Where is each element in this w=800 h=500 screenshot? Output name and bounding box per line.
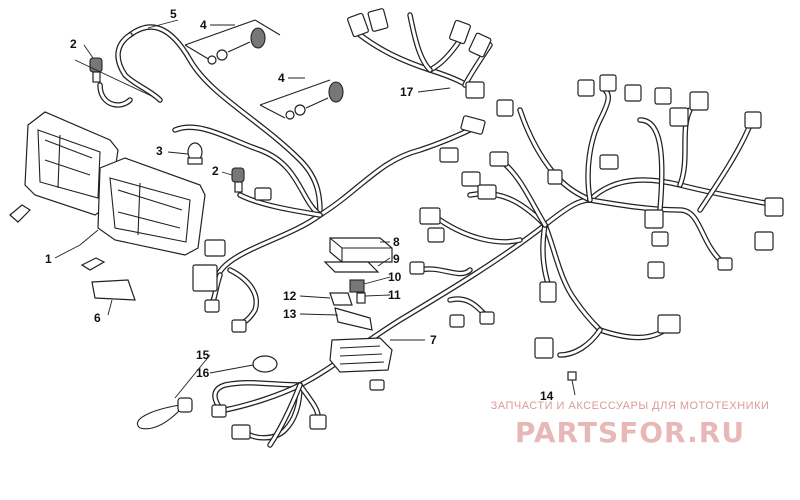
callout-4-lower: 4 [278, 71, 285, 85]
callout-17: 17 [400, 85, 414, 99]
callout-13: 13 [283, 307, 297, 321]
leader-lines [54, 19, 576, 399]
gasket-9 [323, 261, 380, 273]
fuse-11 [356, 292, 366, 304]
callout-4-upper: 4 [200, 18, 207, 32]
callout-7: 7 [430, 333, 437, 347]
callout-6: 6 [94, 311, 101, 325]
callout-8: 8 [393, 235, 400, 249]
watermark-logo: PARTSFOR.RU [514, 416, 746, 449]
callout-12: 12 [283, 289, 297, 303]
fuse-block [329, 337, 393, 373]
adjuster-upper [184, 19, 281, 65]
sensor-15 [137, 397, 193, 430]
relay-8 [329, 237, 393, 263]
main-harness-7 [172, 87, 778, 388]
headlight-right [80, 157, 206, 271]
connectors [192, 8, 784, 440]
adjuster-lower [259, 79, 344, 120]
bulb-socket-lower [231, 167, 245, 193]
callout-9: 9 [393, 252, 400, 266]
bulb-3 [187, 142, 203, 165]
callout-2-upper: 2 [70, 37, 77, 51]
shim-6 [91, 279, 136, 301]
grommet-16 [252, 355, 278, 373]
callout-11: 11 [388, 288, 401, 302]
callout-3: 3 [156, 144, 163, 158]
watermark-caption: ЗАПЧАСТИ И АКСЕССУАРЫ ДЛЯ МОТОТЕХНИКИ [490, 400, 770, 412]
bracket-13 [334, 307, 373, 331]
callout-5: 5 [170, 7, 177, 21]
bulb-socket-upper [74, 57, 161, 101]
callout-16: 16 [196, 366, 210, 380]
rear-harness [212, 380, 321, 448]
fuse-10 [349, 279, 365, 293]
watermark: ЗАПЧАСТИ И АКСЕССУАРЫ ДЛЯ МОТОТЕХНИКИ PA… [480, 400, 780, 449]
callout-10: 10 [388, 270, 402, 284]
callout-14: 14 [540, 389, 554, 403]
callout-15: 15 [196, 348, 210, 362]
callout-labels: 1 2 2 3 4 4 5 6 7 8 9 10 11 12 13 14 15 … [45, 7, 554, 403]
callout-1: 1 [45, 252, 52, 266]
callout-2-lower: 2 [212, 164, 219, 178]
gasket-12 [329, 292, 353, 306]
headlight-harness-5 [97, 24, 323, 218]
